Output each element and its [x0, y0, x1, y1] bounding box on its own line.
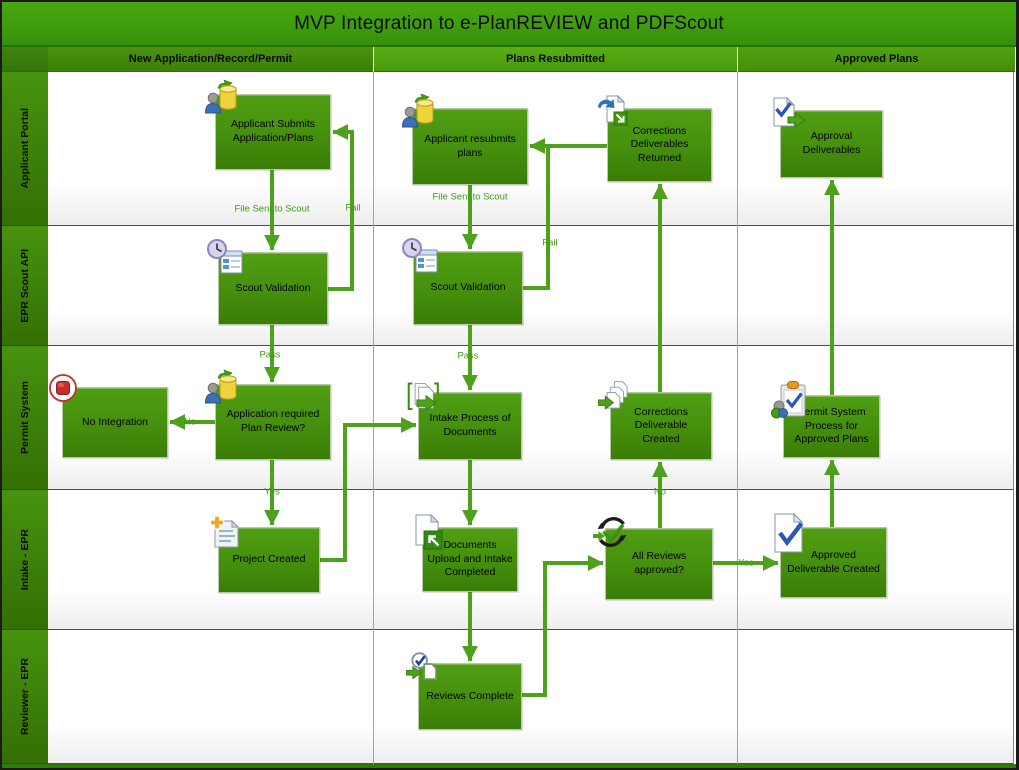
lane-row-4: [48, 630, 1014, 764]
intake-process-of-documents[interactable]: Intake Process of Documents: [407, 382, 522, 460]
node-label: Permit System Process for Approved Plans: [794, 406, 869, 446]
doc-bigcheck-icon: [768, 512, 808, 556]
corrections-deliverable-created[interactable]: Corrections Deliverable Created: [597, 381, 712, 460]
node-label: Scout Validation: [430, 281, 506, 294]
docs-arrow-icon: [597, 377, 638, 421]
connector-label: Yes: [738, 557, 754, 569]
no-integration[interactable]: No Integration: [49, 374, 168, 458]
node-label: All Reviews approved?: [631, 550, 687, 576]
node-label: Application required Plan Review?: [226, 408, 320, 434]
lane-label-0: Applicant Portal: [2, 72, 48, 226]
lane-label-text: EPR Scout API: [19, 248, 31, 323]
column-header-label: Approved Plans: [834, 53, 919, 65]
bottom-green-bar: [2, 764, 1016, 768]
column-header-label: New Application/Record/Permit: [128, 53, 293, 65]
approval-deliverables[interactable]: Approval Deliverables: [773, 96, 883, 178]
header-corner-cell: [2, 47, 48, 72]
project-created[interactable]: Project Created: [209, 515, 320, 593]
frame-border-top: [0, 0, 1019, 2]
frame-border-right: [1016, 0, 1019, 770]
permit-system-process-for-approved-plans[interactable]: Permit System Process for Approved Plans: [771, 381, 880, 458]
scout-validation-1[interactable]: Scout Validation: [207, 239, 328, 325]
corrections-deliverables-returned[interactable]: Corrections Deliverables Returned: [598, 94, 712, 182]
connector-label: No: [183, 416, 197, 428]
connector-label: Fail: [542, 237, 558, 249]
right-edge-line: [1013, 72, 1014, 764]
connector-label: File Sent to Scout: [234, 203, 310, 215]
connector-label: No: [653, 486, 667, 498]
connector-label: File Sent to Scout: [432, 191, 508, 203]
node-label: Approval Deliverables: [802, 130, 861, 156]
person-database-icon: [203, 369, 243, 413]
approved-deliverable-created[interactable]: Approved Deliverable Created: [774, 512, 887, 598]
lane-label-text: Permit System: [19, 381, 31, 454]
node-label: No Integration: [82, 415, 148, 428]
frame-border-left: [0, 0, 2, 770]
node-label: Reviews Complete: [426, 689, 514, 702]
node-label: Corrections Deliverable Created: [634, 405, 688, 445]
node-label: Intake Process of Documents: [429, 412, 511, 438]
column-separator-1: [373, 72, 374, 764]
lane-label-text: Reviewer - EPR: [19, 657, 31, 736]
clock-report-icon: [206, 237, 246, 281]
doc-import-icon: [410, 512, 450, 556]
lane-label-3: Intake - EPR: [2, 490, 48, 630]
stop-icon: [47, 370, 87, 414]
applicant-resubmits-plans[interactable]: Applicant resubmits plans: [401, 93, 528, 185]
person-database-icon: [400, 93, 440, 137]
connector-label: Pass: [259, 349, 281, 361]
docs-process-icon: [406, 377, 446, 421]
frame-border-bottom: [0, 768, 1019, 770]
column-header-approved-plans: Approved Plans: [738, 47, 1015, 72]
documents-upload-and-intake-completed[interactable]: Documents Upload and Intake Completed: [415, 513, 518, 592]
column-header-label: Plans Resubmitted: [505, 53, 606, 65]
node-label: Applicant resubmits plans: [424, 132, 516, 159]
diagram-title: MVP Integration to e-PlanREVIEW and PDFS…: [294, 12, 724, 34]
scout-validation-2[interactable]: Scout Validation: [402, 238, 523, 325]
connector-label: Fail: [345, 202, 361, 214]
reviews-complete[interactable]: Reviews Complete: [405, 652, 522, 730]
lane-label-text: Applicant Portal: [19, 108, 31, 189]
lane-label-4: Reviewer - EPR: [2, 630, 48, 764]
lane-label-2: Permit System: [2, 346, 48, 490]
lane-row-1: [48, 226, 1014, 346]
node-label: Approved Deliverable Created: [787, 548, 880, 575]
connector-label: Yes: [264, 486, 280, 498]
node-label: Scout Validation: [235, 281, 311, 294]
diagram-title-bar: MVP Integration to e-PlanREVIEW and PDFS…: [2, 2, 1016, 47]
column-separator-2: [737, 72, 738, 764]
refresh-check-icon: [593, 513, 633, 557]
all-reviews-approved[interactable]: All Reviews approved?: [593, 517, 713, 600]
lane-label-1: EPR Scout API: [2, 226, 48, 346]
node-label: Corrections Deliverables Returned: [630, 124, 689, 164]
node-label: Applicant Submits Application/Plans: [230, 118, 316, 144]
check-doc-arrow-icon: [405, 648, 446, 692]
column-header-plans-resubmitted: Plans Resubmitted: [374, 47, 737, 72]
doc-return-icon: [595, 93, 635, 137]
clipboard-check-icon: [771, 380, 811, 424]
person-database-icon: [203, 79, 243, 123]
applicant-submits-application-plans[interactable]: Applicant Submits Application/Plans: [204, 79, 331, 170]
doc-check-arrow-icon: [768, 95, 808, 139]
application-required-plan-review[interactable]: Application required Plan Review?: [204, 369, 331, 460]
column-header-new-application: New Application/Record/Permit: [48, 47, 373, 72]
clock-report-icon: [401, 236, 441, 280]
node-label: Project Created: [232, 553, 306, 566]
node-label: Documents Upload and Intake Completed: [427, 539, 513, 579]
connector-label: Pass: [457, 350, 479, 362]
lane-label-text: Intake - EPR: [19, 528, 31, 591]
doc-plus-icon: [206, 512, 246, 556]
